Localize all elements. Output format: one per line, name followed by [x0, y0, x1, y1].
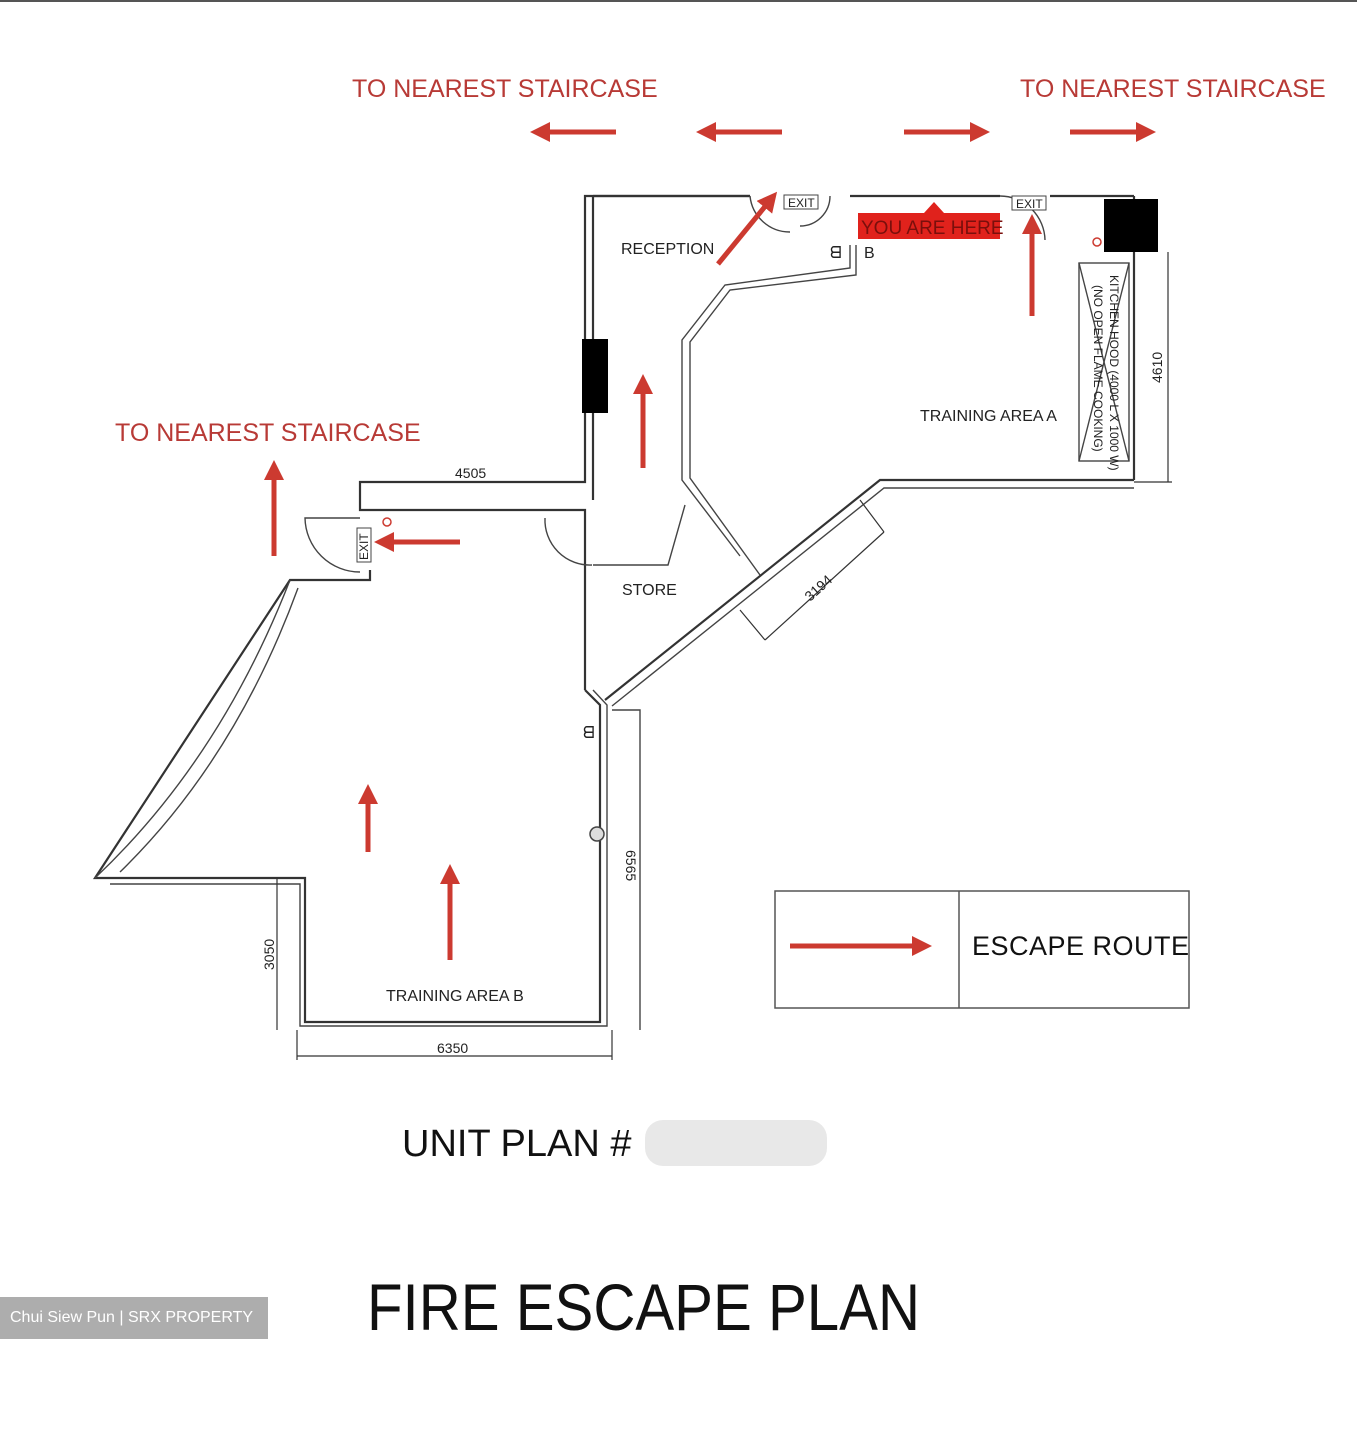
exit-sign-top-2: EXIT [1016, 197, 1043, 211]
room-label-store: STORE [622, 582, 677, 599]
legend: ESCAPE ROUTE [774, 890, 1190, 1009]
wall-training-b-curve-2 [119, 587, 299, 873]
wall-training-b-right [612, 709, 641, 1030]
wall-training-a-bottom-2 [611, 487, 1134, 707]
fire-extinguisher-icons: ᗺ B ᗺ [382, 237, 1102, 842]
unit-plan-label: UNIT PLAN # [402, 1123, 631, 1165]
escape-arrow-reception [716, 191, 778, 266]
room-label-reception: RECEPTION [621, 241, 714, 258]
exit-sign-top-1: EXIT [788, 196, 815, 210]
wall-training-a-inner-2 [689, 245, 857, 576]
room-label-training-b: TRAINING AREA B [386, 988, 524, 1005]
dimension-6350: 6350 [437, 1040, 468, 1056]
wall-store [593, 504, 686, 566]
interior-escape-arrows [264, 191, 1042, 960]
wall-training-a-bottom [604, 478, 1134, 701]
unit-number-blur [645, 1120, 827, 1166]
column-right [1104, 199, 1158, 252]
door-left-exit-swing [304, 517, 361, 573]
column-left [582, 339, 608, 413]
kitchen-hood-label-2: (NO OPEN FLAME COOKING) [1091, 285, 1105, 452]
legend-box [774, 890, 1190, 1009]
wall-training-a-inner [681, 245, 851, 557]
exit-signs: EXIT EXIT EXIT [356, 194, 1047, 563]
you-are-here-marker: YOU ARE HERE [858, 202, 1004, 239]
staircase-label-top-right: TO NEAREST STAIRCASE [1020, 75, 1326, 103]
door-exit-1b [799, 195, 831, 227]
legend-escape-route-label: ESCAPE ROUTE [972, 931, 1190, 961]
column-round-icon [589, 826, 605, 842]
exit-sign-left: EXIT [357, 533, 371, 560]
alarm-icon-1 [1092, 237, 1102, 247]
dimension-lines: 4505 4610 3194 6350 3050 6565 [261, 252, 1172, 1060]
dimension-3194: 3194 [801, 571, 835, 604]
staircase-label-top-left: TO NEAREST STAIRCASE [352, 75, 658, 103]
extinguisher-icon-2: B [864, 245, 875, 262]
room-label-training-a: TRAINING AREA A [920, 408, 1057, 425]
wall-training-b-curve [94, 579, 291, 879]
door-store-swing [544, 517, 593, 566]
staircase-label-left: TO NEAREST STAIRCASE [115, 419, 421, 447]
kitchen-hood: KITCHEN HOOD (4000 L X 1000 W) (NO OPEN … [1078, 262, 1130, 471]
wall-training-b [92, 570, 602, 1024]
page-title: FIRE ESCAPE PLAN [367, 1270, 920, 1344]
alarm-icon-2 [382, 517, 392, 527]
dimension-4505: 4505 [455, 465, 486, 481]
watermark-badge: Chui Siew Pun | SRX PROPERTY [0, 1297, 268, 1339]
wall-training-b-inner [110, 689, 608, 1027]
door-exit-1a [749, 195, 791, 233]
you-are-here-label: YOU ARE HERE [861, 218, 1004, 239]
dimension-3050: 3050 [261, 939, 277, 970]
dimension-6565: 6565 [623, 850, 639, 881]
extinguisher-icon-1: ᗺ [830, 245, 842, 262]
dimension-4610: 4610 [1149, 352, 1165, 383]
kitchen-hood-label-1: KITCHEN HOOD (4000 L X 1000 W) [1107, 275, 1121, 471]
extinguisher-icon-3: ᗺ [583, 725, 595, 742]
